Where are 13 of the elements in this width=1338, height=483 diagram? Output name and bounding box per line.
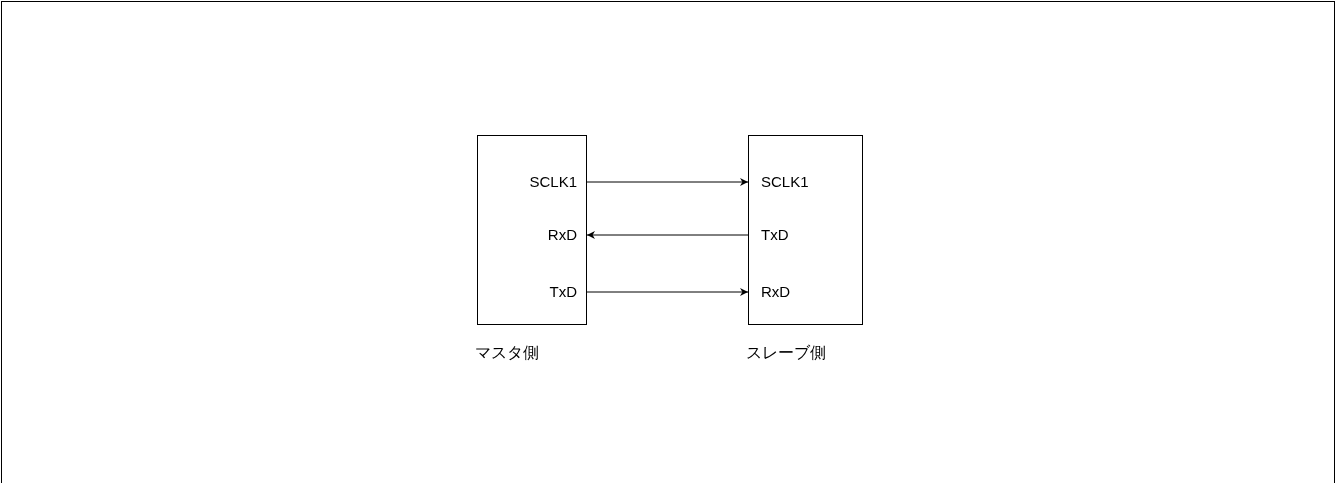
caption-text: スレーブ側 <box>746 343 826 363</box>
arrow <box>586 288 749 296</box>
caption-text: マスタ側 <box>475 343 539 363</box>
pin-label: SCLK1 <box>748 172 809 192</box>
pin-label: TxD <box>549 282 587 302</box>
arrow <box>586 231 749 239</box>
pin-label: RxD <box>748 282 791 302</box>
block-box <box>477 135 587 325</box>
pin-label: RxD <box>547 225 587 245</box>
block-box <box>748 135 863 325</box>
pin-label: TxD <box>748 225 789 245</box>
arrow <box>586 178 749 186</box>
pin-label: SCLK1 <box>529 172 587 192</box>
